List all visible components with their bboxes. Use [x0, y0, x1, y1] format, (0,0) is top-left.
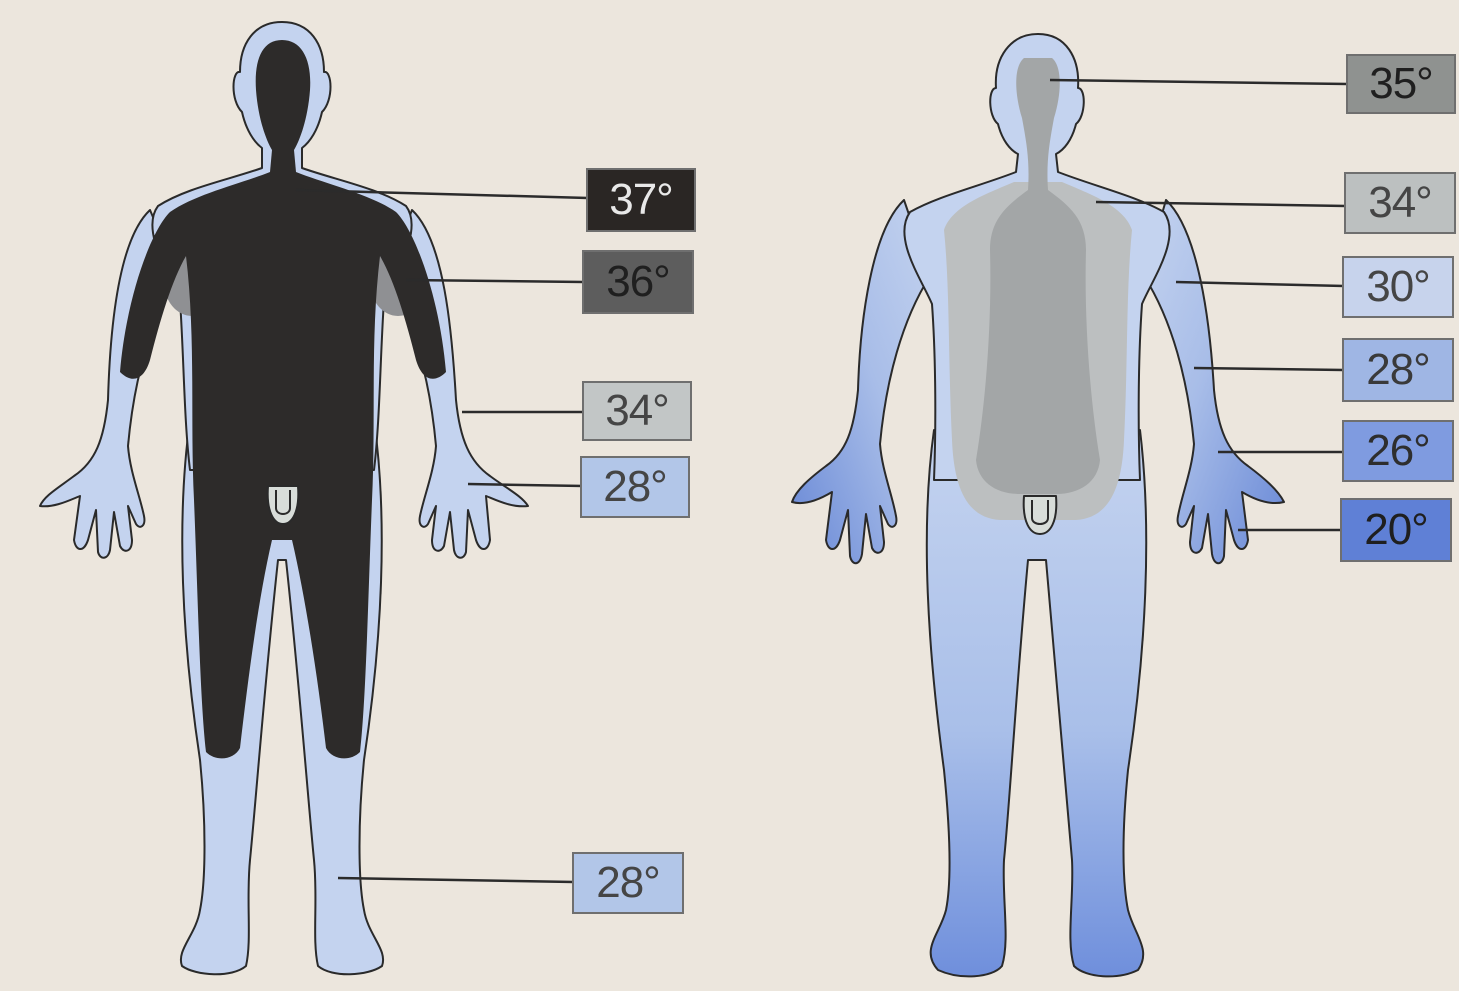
temp-tag-front-hand: 28° — [580, 456, 690, 518]
temp-tag-text: 37° — [609, 178, 673, 222]
leader-line-back-28 — [1194, 368, 1344, 370]
leader-line-front-28-leg — [338, 878, 574, 882]
leader-line-back-35 — [1050, 80, 1348, 84]
temp-tag-text: 34° — [1368, 181, 1432, 225]
front-body-figure — [40, 22, 528, 974]
temp-tag-back-head: 35° — [1346, 54, 1456, 114]
back-spine-zone — [976, 58, 1100, 494]
front-pelvis — [268, 486, 299, 524]
front-core-zone — [120, 40, 446, 758]
temp-tag-back-forearm: 26° — [1342, 420, 1454, 482]
temp-tag-text: 26° — [1366, 429, 1430, 473]
temp-tag-text: 30° — [1366, 265, 1430, 309]
temp-tag-front-chest: 37° — [586, 168, 696, 232]
back-body-figure — [792, 34, 1284, 976]
temp-tag-text: 36° — [606, 260, 670, 304]
temp-tag-back-upper-arm: 30° — [1342, 256, 1454, 318]
temp-tag-text: 34° — [605, 389, 669, 433]
temp-tag-front-forearm: 34° — [582, 381, 692, 441]
temp-tag-text: 35° — [1369, 62, 1433, 106]
temp-tag-text: 28° — [603, 465, 667, 509]
temp-tag-front-ankle: 28° — [572, 852, 684, 914]
temp-tag-text: 28° — [1366, 348, 1430, 392]
temp-tag-back-hand: 20° — [1340, 498, 1452, 562]
temp-tag-text: 20° — [1364, 508, 1428, 552]
temp-tag-front-shoulder: 36° — [582, 250, 694, 314]
temp-tag-text: 28° — [596, 861, 660, 905]
temp-tag-back-elbow: 28° — [1342, 338, 1454, 402]
back-pelvis — [1024, 496, 1057, 534]
temp-tag-back-upper: 34° — [1344, 172, 1456, 234]
